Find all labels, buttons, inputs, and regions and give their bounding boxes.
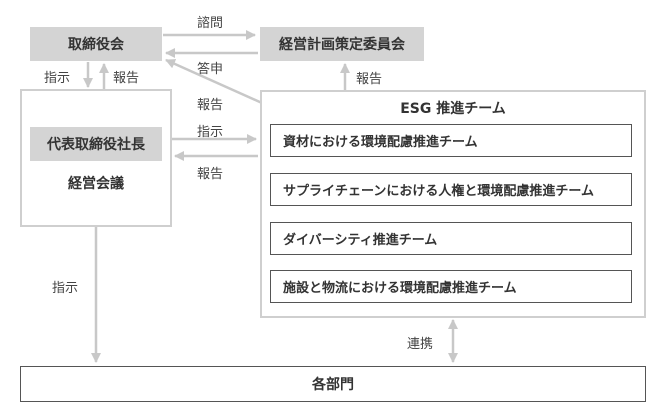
departments-box: 各部門 (20, 366, 646, 402)
esg-team-materials: 資材における環境配慮推進チーム (270, 124, 632, 157)
team-label: 資材における環境配慮推進チーム (283, 135, 478, 150)
label-cooperation: 連携 (407, 337, 434, 352)
label-inquiry: 諮問 (197, 16, 224, 31)
esg-title: ESG 推進チーム (400, 101, 506, 117)
esg-team-diversity: ダイバーシティ推進チーム (270, 222, 632, 255)
committee-box: 経営計画策定委員会 (260, 27, 424, 61)
esg-team-facilities: 施設と物流における環境配慮推進チーム (270, 270, 632, 303)
label-ceo-report: 報告 (197, 167, 224, 182)
label-board-instruct: 指示 (44, 71, 71, 86)
exec-meeting-label: 経営会議 (68, 176, 124, 192)
arrow-esg-report-board (165, 58, 263, 105)
label-esg-report-board: 報告 (197, 98, 224, 113)
ceo-label: 代表取締役社長 (47, 137, 145, 153)
label-ceo-instruct: 指示 (197, 125, 224, 140)
team-label: 施設と物流における環境配慮推進チーム (283, 281, 517, 296)
committee-label: 経営計画策定委員会 (279, 37, 405, 53)
label-response: 答申 (197, 62, 224, 77)
departments-label: 各部門 (312, 377, 354, 393)
board-box: 取締役会 (30, 27, 162, 61)
label-board-report: 報告 (113, 71, 140, 86)
team-label: サプライチェーンにおける人権と環境配慮推進チーム (283, 184, 594, 199)
esg-team-supply-chain: サプライチェーンにおける人権と環境配慮推進チーム (270, 173, 632, 206)
team-label: ダイバーシティ推進チーム (283, 233, 438, 248)
board-label: 取締役会 (68, 37, 124, 53)
ceo-box: 代表取締役社長 (30, 127, 162, 161)
label-committee-report: 報告 (356, 72, 383, 87)
label-dept-instruct: 指示 (52, 281, 79, 296)
